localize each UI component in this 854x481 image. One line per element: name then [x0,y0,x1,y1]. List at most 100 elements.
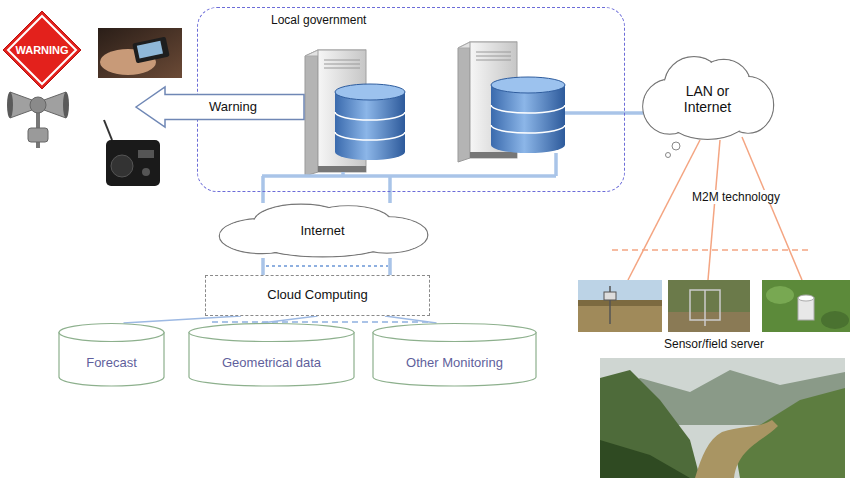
server-tower [470,152,517,158]
database-stack [491,85,565,145]
node-text: Geometrical data [222,356,321,371]
sensor-photo [762,280,850,332]
connector [263,192,390,203]
valley-photo [600,358,845,478]
sensor-photo [821,311,849,329]
m2m-link [628,140,700,280]
network-bus [565,111,625,115]
diamond-fill [3,11,81,89]
network-cloud: LAN or Internet [640,55,775,141]
database-stack [335,112,405,120]
siren-speaker [44,92,66,118]
siren-speaker [7,92,69,148]
sensor-photo [578,300,662,306]
network-bus [262,174,556,178]
server-tower [324,64,360,65]
m2m-link [612,249,812,251]
sensor-photo [704,290,706,326]
local-government-region: Local governmentWarning [197,7,625,192]
cloud-bubble [672,142,680,150]
network-bus [261,176,265,192]
server-tower [476,52,511,53]
data-store: Forecast [58,323,165,387]
sensor-photo [762,280,850,332]
sensor-photo [668,280,750,332]
cloud-computing-box: Cloud Computing [205,275,430,316]
database-stack [335,92,405,152]
connector [625,111,644,115]
sensor-photo [604,292,616,300]
connector [262,316,318,323]
siren-speaker [63,92,69,118]
database-stack [491,77,565,153]
database-stack [491,137,565,153]
siren-speaker [30,97,46,113]
database-stack [335,132,405,140]
radio-receiver [104,120,112,140]
node-text: Internet [300,224,344,239]
node-text: Other Monitoring [406,356,503,371]
cylinder-top [59,324,164,342]
connector [124,316,242,323]
network-bus [262,113,625,192]
database-stack [491,105,565,113]
radio-receiver [106,140,160,186]
radio-receiver [104,120,160,186]
m2m-link [742,137,802,280]
arrow-outline [136,87,304,127]
server-tower [324,60,360,61]
sensor-photo [578,280,662,300]
node-text: Local government [271,14,366,28]
valley-photo [600,358,845,478]
node-text: Cloud Computing [267,288,367,303]
valley-photo [600,370,700,478]
sensor-photo [766,286,794,304]
sensor-photo [578,280,662,332]
cloud-bubble [666,142,681,158]
diamond-inner-line [8,16,76,84]
siren-speaker [10,92,32,118]
radio-receiver [111,155,133,177]
radio-receiver [138,150,154,158]
warning-sign: WARNING [2,10,82,90]
database-stack [335,84,405,100]
server-tower [458,42,470,162]
cloud-bubble [666,153,671,158]
database-stack [491,77,565,93]
dotted-link [212,321,428,323]
valley-photo [695,420,778,478]
sensor-photo [578,280,662,332]
database-stack [335,84,405,160]
warning-arrow: Warning [135,86,305,128]
sensor-photo [668,280,750,332]
node-text: LAN or Internet [668,83,748,115]
mobile-phone-photo [132,37,169,64]
node-text: Warning [209,100,257,115]
sensor-photo [798,295,814,301]
connector [263,258,390,275]
database-stack [491,125,565,133]
connector [385,316,437,323]
valley-photo [600,440,690,478]
data-store: Geometrical data [188,323,355,387]
sensor-photo [668,312,750,332]
node-text: WARNING [15,44,68,57]
m2m-link [612,137,812,280]
cylinder-top [373,324,536,342]
data-store: Other Monitoring [372,323,537,387]
cylinder-top [189,324,354,342]
dotted-link [266,265,388,267]
server-tower [305,50,318,176]
server-tower [324,68,360,69]
node-text: Forecast [86,356,137,371]
server-tower [476,60,511,61]
connection-label: M2M technology [690,190,782,204]
server-tower [476,56,511,57]
mobile-phone-photo [98,28,182,78]
radio-receiver [142,168,150,176]
mobile-phone-photo [137,41,163,59]
sensor-caption: Sensor/field server [662,337,766,351]
m2m-link [708,140,720,280]
